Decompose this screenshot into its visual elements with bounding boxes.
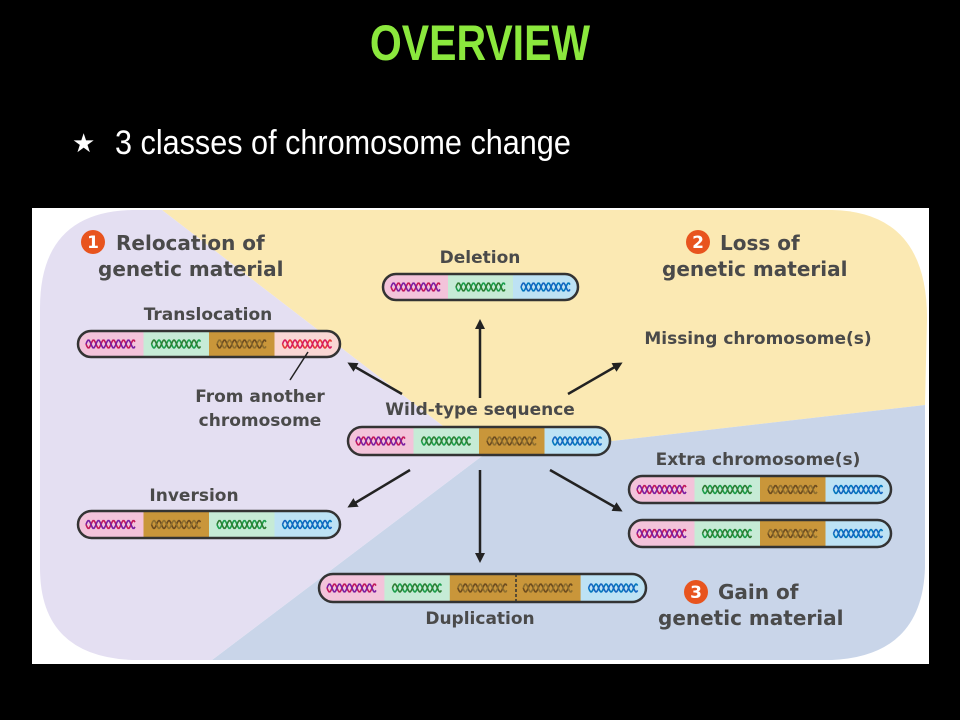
- missing-chromosome-label: Missing chromosome(s): [644, 329, 871, 349]
- slide-title: OVERVIEW: [369, 15, 591, 71]
- class2-number: 2: [692, 233, 704, 253]
- translocation-label: Translocation: [144, 305, 273, 325]
- arrow-to-missing: [567, 362, 623, 396]
- loss-region: [162, 210, 927, 456]
- bullet-text: 3 classes of chromosome change: [115, 124, 572, 162]
- bullet-point: ★ 3 classes of chromosome change: [72, 124, 622, 163]
- deletion-chromosome: [381, 272, 580, 302]
- extra-chromosome-label: Extra chromosome(s): [656, 450, 861, 470]
- class3-badge: 3: [684, 580, 708, 604]
- duplication-label: Duplication: [425, 609, 534, 629]
- chromosome-change-diagram: 1 2 3 Relocation of genetic material Los…: [32, 208, 929, 664]
- class1-badge: 1: [81, 230, 105, 254]
- star-bullet-icon: ★: [72, 128, 96, 158]
- arrow-to-extra: [549, 468, 623, 512]
- class1-heading-line2: genetic material: [98, 257, 283, 281]
- wild-type-chromosome: [346, 425, 612, 457]
- extra-chromosome-1: [627, 474, 893, 505]
- duplication-chromosome: [317, 572, 648, 604]
- arrow-to-inversion: [347, 468, 411, 508]
- from-another-label-line1: From another: [195, 387, 325, 407]
- inversion-chromosome: [76, 509, 342, 540]
- from-another-label-line2: chromosome: [199, 411, 322, 431]
- class2-heading-line1: Loss of: [720, 231, 800, 255]
- class3-number: 3: [690, 583, 702, 603]
- wild-type-label: Wild-type sequence: [385, 400, 575, 420]
- inversion-label: Inversion: [149, 486, 238, 506]
- relocation-region: [40, 210, 482, 660]
- class3-heading-line2: genetic material: [658, 606, 843, 630]
- translocation-chromosome: [76, 329, 342, 359]
- arrow-to-translocation: [347, 362, 403, 396]
- class2-heading-line2: genetic material: [662, 257, 847, 281]
- class1-heading-line1: Relocation of: [116, 231, 265, 255]
- from-another-pointer: [289, 351, 309, 381]
- extra-chromosome-2: [627, 518, 893, 549]
- class1-number: 1: [87, 233, 99, 253]
- class2-badge: 2: [686, 230, 710, 254]
- deletion-label: Deletion: [440, 248, 521, 268]
- class3-heading-line1: Gain of: [718, 580, 799, 604]
